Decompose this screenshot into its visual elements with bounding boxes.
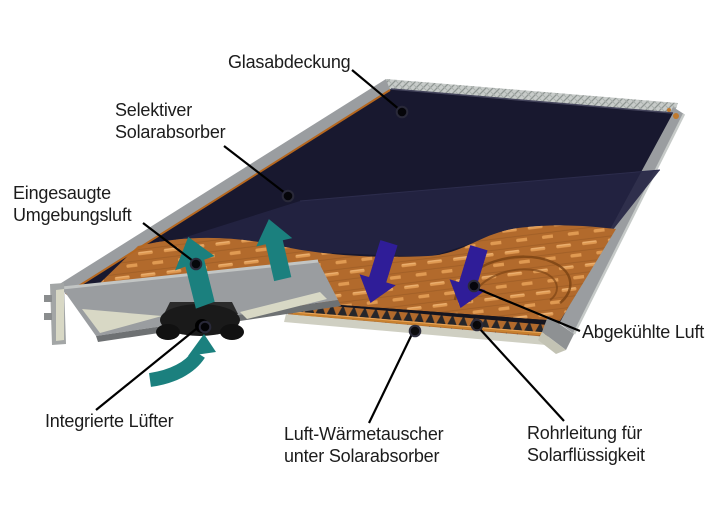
fan-unit [156, 302, 244, 340]
label-ambient-air: Eingesaugte Umgebungsluft [13, 183, 132, 225]
leader-lines [95, 69, 581, 424]
frame-left-tip [44, 283, 66, 345]
label-selective-absorber: Selektiver Solarabsorber [115, 100, 226, 142]
leader-solar-fluid-pipe [470, 318, 565, 422]
intake-air-arrow [148, 334, 216, 387]
leader-heat-exchanger [368, 324, 422, 424]
leader-ambient-air [142, 222, 203, 271]
label-integrated-fan: Integrierte Lüfter [45, 411, 174, 431]
label-cooled-air: Abgekühlte Luft [582, 322, 705, 342]
absorber-edge-stripe [65, 89, 391, 295]
label-heat-exchanger: Luft-Wärmetauscher unter Solarabsorber [284, 424, 444, 466]
collector-panel [44, 79, 686, 387]
label-glass-cover-text: Glasabdeckung [228, 52, 351, 72]
copper-absorber-plate [96, 225, 616, 321]
label-glass-cover: Glasabdeckung [228, 52, 351, 74]
leader-selective-absorber [223, 145, 295, 203]
label-solar-fluid-pipe: Rohrleitung für Solarflüssigkeit [527, 423, 645, 465]
frame-front-right-corner [538, 316, 574, 354]
leader-cooled-air [467, 279, 581, 333]
leader-integrated-fan [95, 320, 212, 411]
frame-left-edge [58, 79, 391, 294]
solar-fluid-pipe [292, 311, 546, 336]
leader-glass-cover [351, 69, 409, 119]
